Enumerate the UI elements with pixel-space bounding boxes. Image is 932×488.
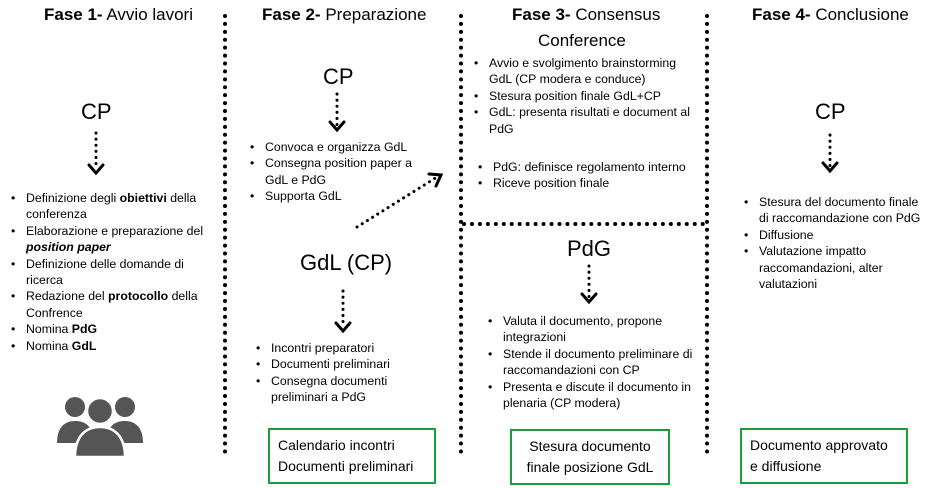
col4-box-line: e diffusione [750, 458, 822, 474]
col4-actor: CP [815, 99, 846, 124]
col2-item: Documenti preliminari [256, 356, 431, 373]
col1-item: Redazione del protocollo della Confrence [11, 288, 211, 321]
dotted-down-arrow-col2-bottom [334, 289, 352, 334]
col2-box-line: Calendario incontri [278, 437, 395, 453]
col1-list: Definizione degli obiettivi della confer… [11, 190, 211, 354]
phase-2-title: Fase 2- Preparazione [262, 5, 427, 24]
col2-item: Consegna documenti preliminari a PdG [256, 373, 431, 406]
col3-item: Avvio e svolgimento brainstorming GdL (C… [474, 55, 699, 88]
col2-box-line: Documenti preliminari [278, 458, 414, 474]
col3-item: Stende il documento preliminare di racco… [488, 346, 703, 379]
phase-3-subtitle: Conference [538, 31, 626, 50]
col2-list-bottom: Incontri preparatori Documenti prelimina… [256, 340, 431, 406]
people-group-icon [57, 396, 143, 458]
dotted-down-arrow-col2-top [328, 92, 346, 133]
col3-list-top-b: PdG: definisce regolamento interno Ricev… [478, 159, 693, 192]
col1-item: Definizione delle domande di ricerca [11, 256, 211, 289]
col3-list-bottom: Valuta il documento, propone integrazion… [488, 313, 703, 411]
col3-item: GdL: presenta risultati e document al Pd… [474, 104, 699, 137]
col2-actor-bottom: GdL (CP) [300, 250, 393, 275]
dotted-down-arrow-col3 [580, 264, 598, 305]
col4-output-box: Documento approvato e diffusione [740, 428, 908, 484]
dotted-down-arrow-col4 [821, 133, 839, 174]
col3-box-line: finale posizione GdL [526, 459, 654, 475]
col1-item: Nomina GdL [11, 338, 211, 355]
col4-item: Stesura del documento finale di raccoman… [744, 194, 926, 227]
separator-3 [705, 14, 709, 454]
col3-item: Stesura position finale GdL+CP [474, 88, 699, 105]
col4-list: Stesura del documento finale di raccoman… [744, 194, 926, 292]
col2-output-box: Calendario incontri Documenti preliminar… [268, 428, 436, 484]
col1-item: Nomina PdG [11, 321, 211, 338]
col1-item: Elaborazione e preparazione del position… [11, 223, 211, 256]
col2-item: Incontri preparatori [256, 340, 431, 357]
col2-item: Supporta GdL [250, 188, 430, 205]
col3-item: Valuta il documento, propone integrazion… [488, 313, 703, 346]
col4-item: Diffusione [744, 227, 926, 244]
col3-box-line: Stesura documento [529, 438, 651, 454]
col1-item: Definizione degli obiettivi della confer… [11, 190, 211, 223]
col3-item: Riceve position finale [478, 175, 693, 192]
col2-item: Convoca e organizza GdL [250, 139, 430, 156]
col1-actor: CP [81, 99, 112, 124]
phase-4-title: Fase 4- Conclusione [752, 5, 909, 24]
col3-item: PdG: definisce regolamento interno [478, 159, 693, 176]
col3-output-box: Stesura documento finale posizione GdL [510, 429, 670, 485]
col4-item: Valutazione impatto raccomandazioni, alt… [744, 243, 926, 292]
separator-phase3 [462, 222, 705, 226]
col2-item: Consegna position paper a GdL e PdG [250, 155, 430, 188]
dotted-down-arrow-col1 [87, 131, 105, 176]
col3-actor: PdG [567, 236, 612, 261]
separator-2 [459, 14, 463, 454]
col3-list-top-a: Avvio e svolgimento brainstorming GdL (C… [474, 55, 699, 137]
col3-item: Presenta e discute il documento in plena… [488, 379, 703, 412]
col4-box-line: Documento approvato [750, 437, 888, 453]
phase-3-title: Fase 3- Consensus [512, 5, 661, 24]
col2-list-top: Convoca e organizza GdL Consegna positio… [250, 139, 430, 205]
col2-actor-top: CP [323, 64, 354, 89]
phase-1-title: Fase 1- Avvio lavori [44, 5, 193, 24]
separator-1 [223, 14, 227, 454]
